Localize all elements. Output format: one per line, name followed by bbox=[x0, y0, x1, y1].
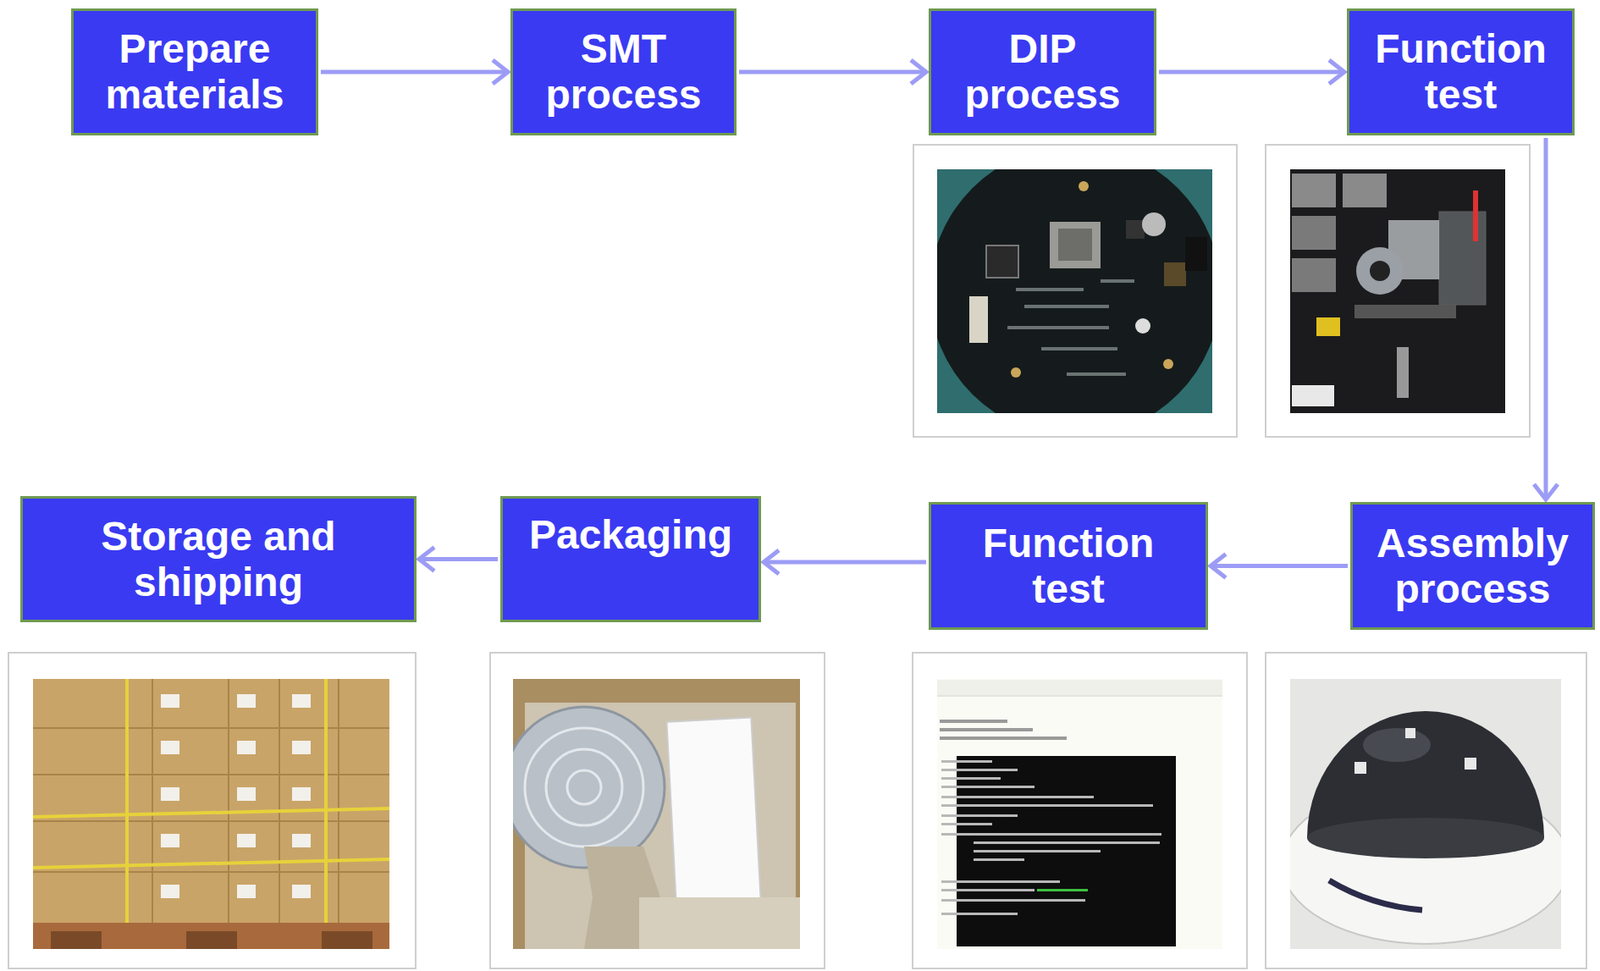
process-box: Function test bbox=[928, 502, 1209, 630]
process-label: Assembly process bbox=[1373, 520, 1573, 613]
pallet-boxes-photo bbox=[33, 678, 390, 949]
process-box: DIP process bbox=[928, 8, 1157, 136]
arrow-shaft bbox=[419, 557, 498, 562]
process-box: Packaging bbox=[500, 496, 762, 623]
arrow-head bbox=[1329, 60, 1345, 84]
test-fixture-photo bbox=[1290, 169, 1506, 414]
arrow-head bbox=[492, 60, 508, 84]
flow-arrow bbox=[1533, 137, 1558, 500]
flow-arrow bbox=[1210, 554, 1348, 579]
pcb-photo bbox=[937, 169, 1213, 414]
arrow-shaft bbox=[1158, 70, 1345, 75]
arrow-head bbox=[1533, 484, 1558, 500]
arrow-head bbox=[763, 550, 779, 574]
process-label: Prepare materials bbox=[93, 26, 296, 118]
process-box: SMT process bbox=[510, 8, 737, 136]
arrow-shaft bbox=[1210, 563, 1348, 569]
flow-arrow bbox=[1158, 60, 1345, 84]
arrow-shaft bbox=[320, 70, 508, 75]
flow-arrow bbox=[763, 550, 927, 574]
process-label: SMT process bbox=[533, 26, 714, 118]
process-label: DIP process bbox=[951, 26, 1134, 118]
arrow-shaft bbox=[763, 560, 927, 565]
process-label: Storage and shipping bbox=[43, 513, 394, 606]
dome-camera-photo bbox=[1290, 678, 1562, 949]
flow-arrow bbox=[419, 547, 498, 572]
flow-arrow bbox=[739, 60, 927, 84]
process-box: Function test bbox=[1346, 8, 1575, 136]
arrow-shaft bbox=[739, 70, 927, 75]
terminal-screenshot bbox=[937, 678, 1223, 949]
flow-arrow bbox=[320, 60, 508, 84]
arrow-shaft bbox=[1544, 137, 1549, 500]
process-box: Assembly process bbox=[1350, 502, 1595, 630]
process-label: Function test bbox=[1369, 26, 1552, 118]
process-label: Packaging bbox=[529, 512, 733, 558]
process-label: Function test bbox=[951, 520, 1186, 613]
process-box: Storage and shipping bbox=[20, 496, 417, 623]
packaging-photo bbox=[513, 678, 800, 949]
arrow-head bbox=[910, 60, 927, 84]
process-box: Prepare materials bbox=[71, 8, 319, 136]
arrow-head bbox=[1210, 554, 1226, 579]
arrow-head bbox=[419, 547, 435, 572]
